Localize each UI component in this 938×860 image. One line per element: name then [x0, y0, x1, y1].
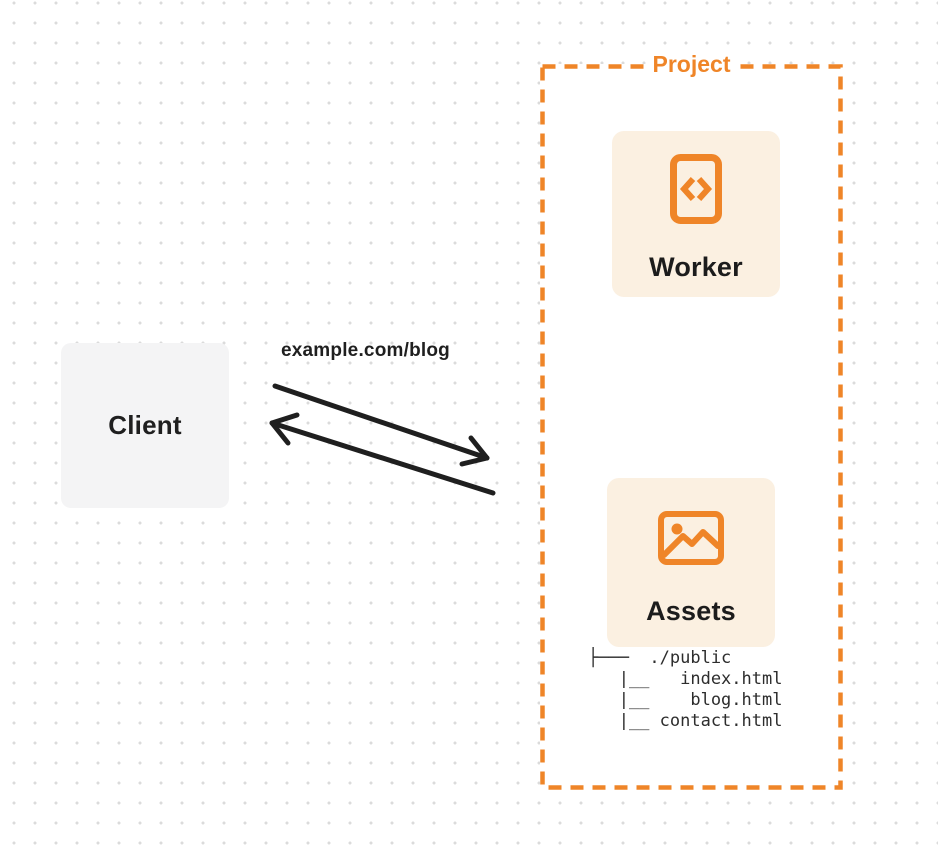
client-label: Client — [108, 410, 182, 440]
client-node: Client — [61, 343, 229, 508]
assets-node: Assets — [607, 478, 775, 647]
assets-label: Assets — [646, 596, 736, 626]
project-dashed-border — [540, 64, 843, 790]
project-label: Project — [645, 51, 738, 77]
request-url-label: example.com/blog — [281, 340, 450, 361]
request-arrowhead-icon — [459, 435, 490, 467]
assets-file-tree: ├─── ./public |__ index.html |__ blog.ht… — [588, 648, 783, 731]
request-arrow — [272, 383, 490, 467]
response-arrowhead-icon — [269, 412, 300, 446]
project-boundary: Project Worker Assets ├─── ./public |__ … — [540, 51, 843, 790]
worker-node: Worker — [612, 131, 780, 297]
image-icon — [658, 511, 724, 565]
worker-label: Worker — [649, 252, 743, 282]
response-arrow — [269, 412, 496, 496]
code-file-icon — [670, 154, 722, 224]
